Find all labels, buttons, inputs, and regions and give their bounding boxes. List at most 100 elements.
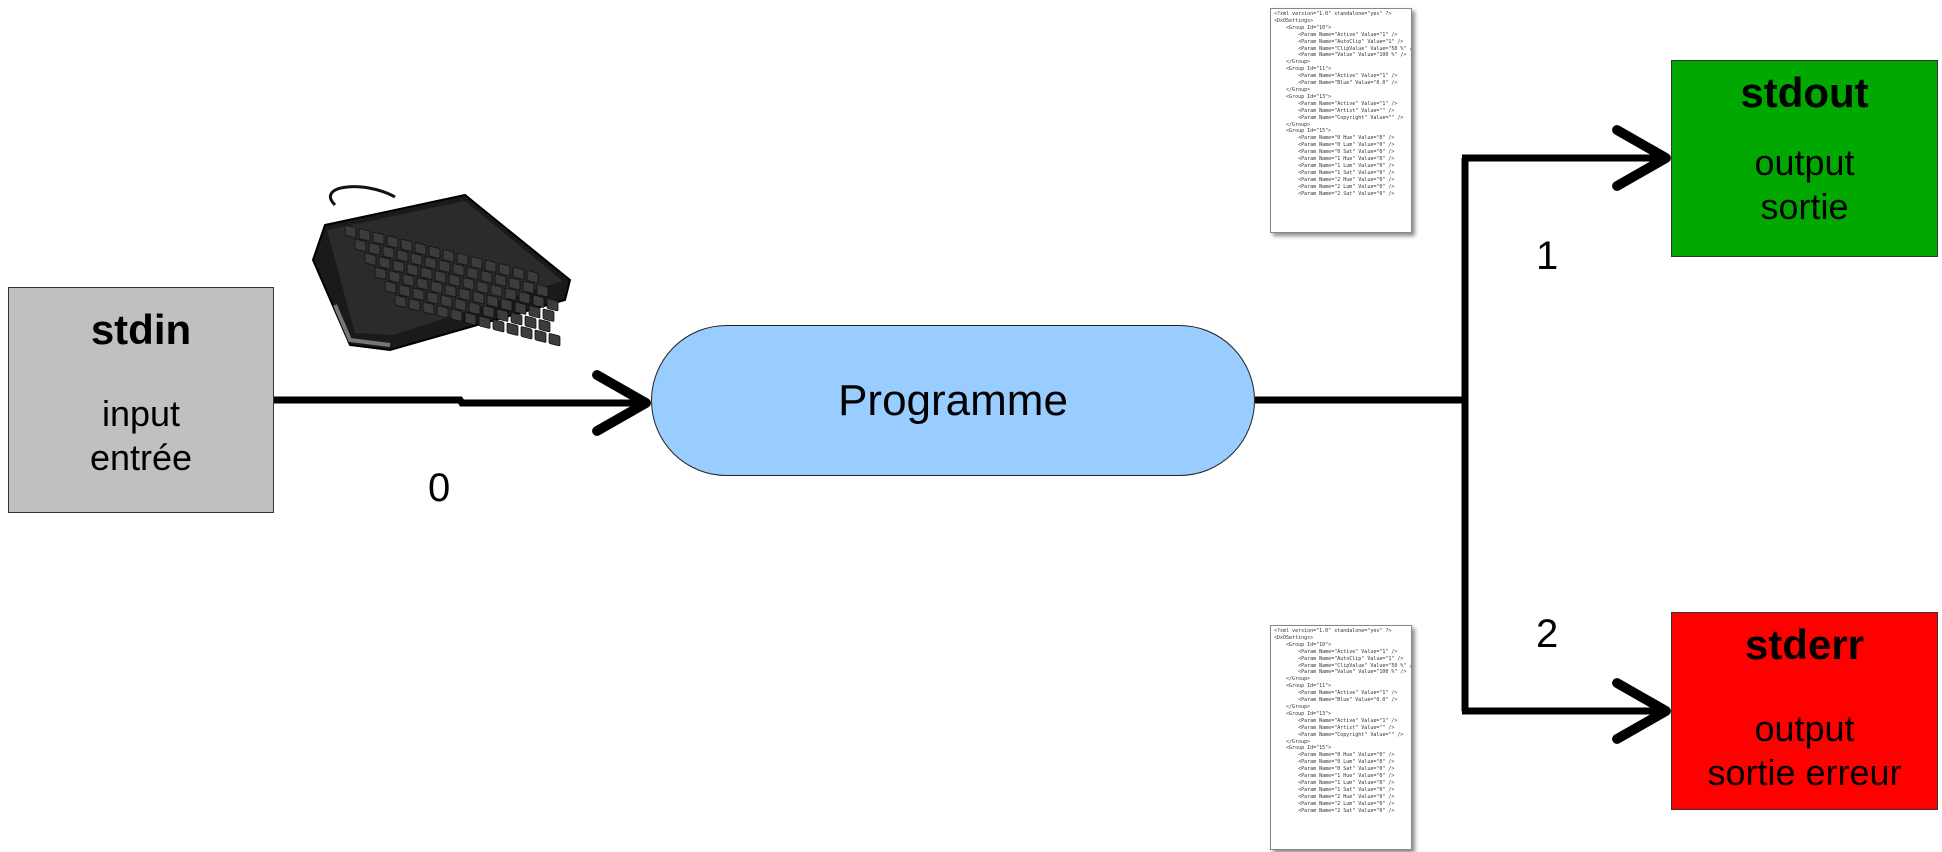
keyboard-key — [424, 256, 437, 270]
stream-number-0: 0 — [428, 466, 451, 510]
keyboard-key — [408, 298, 421, 312]
keyboard-key — [396, 249, 409, 263]
keyboard-key — [498, 263, 511, 277]
stderr-title: stderr — [1744, 621, 1865, 668]
keyboard-key — [382, 245, 395, 259]
keyboard-key — [436, 305, 449, 319]
keyboard-key — [434, 270, 447, 284]
keyboard-key — [484, 259, 497, 273]
keyboard-key — [440, 294, 453, 308]
keyboard-key — [492, 319, 505, 333]
keyboard-key — [394, 294, 407, 308]
keyboard-key — [398, 284, 411, 298]
stream-number-1: 1 — [1536, 234, 1559, 278]
keyboard-key — [532, 294, 545, 308]
keyboard-key — [374, 266, 387, 280]
keyboard-key — [444, 284, 457, 298]
keyboard-key — [476, 280, 489, 294]
keyboard-key — [514, 301, 527, 315]
keyboard-key — [430, 280, 443, 294]
keyboard-key — [448, 273, 461, 287]
keyboard-key — [426, 291, 439, 305]
stdout-line1: output — [1754, 142, 1855, 183]
keyboard-key — [402, 273, 415, 287]
keyboard-key — [452, 263, 465, 277]
keyboard-key — [392, 259, 405, 273]
stdout-box: stdout output sortie — [1671, 60, 1938, 257]
keyboard-key — [522, 280, 535, 294]
keyboard-key — [508, 277, 521, 291]
keyboard-key — [442, 249, 455, 263]
stderr-line1: output — [1754, 708, 1855, 749]
keyboard-key — [464, 312, 477, 326]
stderr-box: stderr output sortie erreur — [1671, 612, 1938, 810]
keyboard-key — [454, 298, 467, 312]
keyboard-key — [406, 263, 419, 277]
keyboard-key — [534, 329, 547, 343]
keyboard-key — [506, 322, 519, 336]
stdout-line2: sortie — [1760, 186, 1849, 227]
keyboard-key — [524, 315, 537, 329]
keyboard-key — [410, 252, 423, 266]
keyboard-key — [400, 238, 413, 252]
xml-document-icon: <?xml version="1.0" standalone="yes" ?> … — [1270, 8, 1412, 233]
keyboard-key — [386, 235, 399, 249]
keyboard-key — [378, 256, 391, 270]
keyboard-key — [528, 305, 541, 319]
stderr-line2: sortie erreur — [1707, 752, 1902, 793]
stream-number-2: 2 — [1536, 612, 1559, 656]
keyboard-key — [364, 252, 377, 266]
keyboard-key — [354, 238, 367, 252]
stdin-arrow — [274, 370, 651, 436]
keyboard-key — [512, 266, 525, 280]
keyboard-key — [542, 308, 555, 322]
keyboard-key — [500, 298, 513, 312]
keyboard-key — [480, 270, 493, 284]
keyboard-key — [412, 287, 425, 301]
stdout-title: stdout — [1740, 69, 1869, 116]
keyboard-key — [420, 266, 433, 280]
keyboard-key — [458, 287, 471, 301]
keyboard-key — [546, 298, 559, 312]
keyboard-icon — [311, 185, 572, 352]
keyboard-key — [478, 315, 491, 329]
keyboard-key — [536, 284, 549, 298]
programme-node: Programme — [651, 325, 1255, 476]
keyboard-key — [490, 284, 503, 298]
keyboard-key — [456, 252, 469, 266]
stdin-title: stdin — [90, 306, 192, 353]
keyboard-key — [344, 224, 357, 238]
keyboard-key — [526, 270, 539, 284]
keyboard-key — [422, 301, 435, 315]
keyboard-key — [416, 277, 429, 291]
keyboard-key — [368, 242, 381, 256]
keyboard-key — [486, 294, 499, 308]
keyboard-key — [494, 273, 507, 287]
keyboard-key — [438, 259, 451, 273]
stdin-box: stdin input entrée — [8, 287, 274, 513]
keyboard-key — [520, 326, 533, 340]
keyboard-key — [496, 308, 509, 322]
stdin-line1: input — [101, 393, 181, 434]
keyboard-key — [428, 245, 441, 259]
keyboard-key — [462, 277, 475, 291]
keyboard-key — [538, 319, 551, 333]
keyboard-key — [482, 305, 495, 319]
keyboard-key — [450, 308, 463, 322]
keyboard-key — [466, 266, 479, 280]
keyboard-key — [504, 287, 517, 301]
keyboard-key — [510, 312, 523, 326]
keyboard-key — [388, 270, 401, 284]
keyboard-key — [414, 242, 427, 256]
stdin-line2: entrée — [89, 437, 193, 478]
keyboard-key — [472, 291, 485, 305]
keyboard-key — [548, 333, 561, 347]
keyboard-key — [470, 256, 483, 270]
keyboard-key — [468, 301, 481, 315]
keyboard-key — [384, 280, 397, 294]
keyboard-key — [358, 228, 371, 242]
xml-document-icon: <?xml version="1.0" standalone="yes" ?> … — [1270, 625, 1412, 850]
keyboard-key — [372, 231, 385, 245]
keyboard-key — [518, 291, 531, 305]
